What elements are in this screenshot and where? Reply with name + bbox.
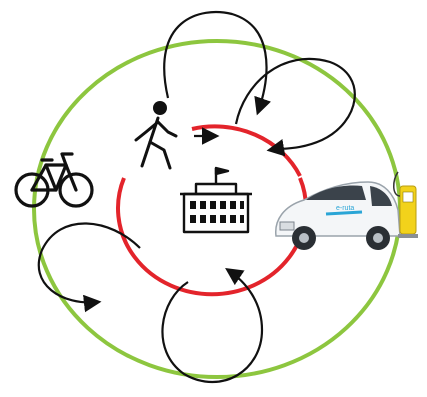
electric-car-icon: e-ruta (275, 181, 401, 250)
inner-ring-top-arc (191, 124, 302, 177)
loop-arrow-bottom (161, 268, 264, 384)
car-side-text: e-ruta (336, 205, 354, 212)
loop-arrow-left (37, 222, 141, 313)
charging-station-icon (393, 171, 418, 238)
loop-arrow-top-right (234, 57, 356, 157)
loop-arrows (37, 10, 356, 384)
school-building-icon (180, 166, 252, 234)
loop-arrow-top (163, 10, 271, 116)
bicycle-icon (14, 152, 94, 208)
pedestrian-icon (134, 101, 178, 170)
